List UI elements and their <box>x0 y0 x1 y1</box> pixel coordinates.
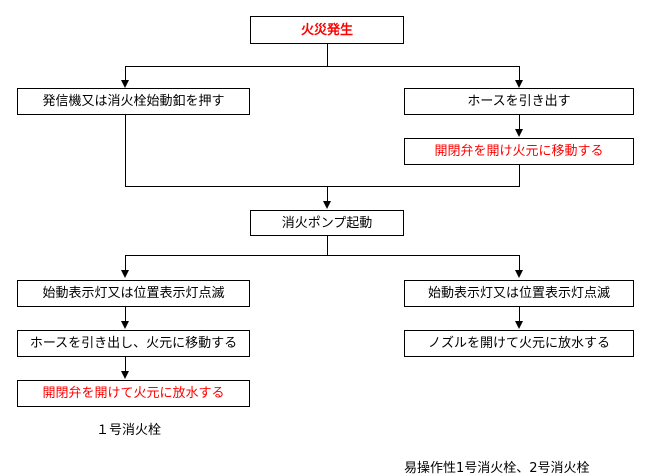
arrowhead-to-pull-hose-move <box>121 321 129 329</box>
connector-indicatorright-to-nozzle <box>519 307 520 322</box>
node-indicator-right: 始動表示灯又は位置表示灯点滅 <box>404 280 634 307</box>
node-open-valve-spray: 開閉弁を開けて火元に放水する <box>17 380 250 407</box>
arrowhead-to-pump-start <box>323 201 331 209</box>
arrowhead-to-press-button <box>121 80 129 88</box>
connector-pullhosemove-to-openvalvespray <box>125 357 126 372</box>
arrowhead-to-open-valve-move <box>515 129 523 137</box>
connector-split-left-drop <box>125 66 126 81</box>
arrowhead-to-open-valve-spray <box>121 371 129 379</box>
connector-pump-to-split <box>327 236 328 255</box>
node-indicator-left: 始動表示灯又は位置表示灯点滅 <box>17 280 250 307</box>
connector-split-right-drop <box>519 66 520 81</box>
connector-merge-to-pump <box>327 186 328 202</box>
arrowhead-to-indicator-right <box>515 270 523 278</box>
connector-pullhose-to-openvalve <box>519 115 520 130</box>
connector-indicatorleft-to-pullhosemove <box>125 307 126 322</box>
connector-merge-bar <box>125 186 520 187</box>
arrowhead-to-indicator-left <box>121 270 129 278</box>
connector-split-bottom-left-drop <box>125 255 126 271</box>
caption-left-hydrant-type: １号消火栓 <box>96 423 162 438</box>
connector-pressbutton-down <box>125 115 126 186</box>
node-pump-start: 消火ポンプ起動 <box>250 210 404 236</box>
node-pull-hose-move: ホースを引き出し、火元に移動する <box>17 330 250 357</box>
caption-right-hydrant-type: 易操作性1号消火栓、2号消火栓 及び広範囲型2号消火栓 <box>404 421 654 476</box>
node-open-nozzle-spray: ノズルを開けて火元に放水する <box>404 330 634 357</box>
node-open-valve-move: 開閉弁を開け火元に移動する <box>404 138 634 165</box>
caption-right-line1: 易操作性1号消火栓、2号消火栓 <box>404 461 590 476</box>
node-fire-outbreak: 火災発生 <box>250 16 404 44</box>
node-pull-hose: ホースを引き出す <box>404 88 634 115</box>
arrowhead-to-pull-hose <box>515 80 523 88</box>
connector-fire-to-split <box>327 44 328 66</box>
connector-split-bottom-right-drop <box>519 255 520 271</box>
arrowhead-to-open-nozzle-spray <box>515 321 523 329</box>
node-press-button: 発信機又は消火栓始動釦を押す <box>17 88 250 115</box>
connector-openvalve-down <box>519 165 520 186</box>
connector-split-bar-top <box>125 66 520 67</box>
connector-split-bar-bottom <box>125 255 520 256</box>
